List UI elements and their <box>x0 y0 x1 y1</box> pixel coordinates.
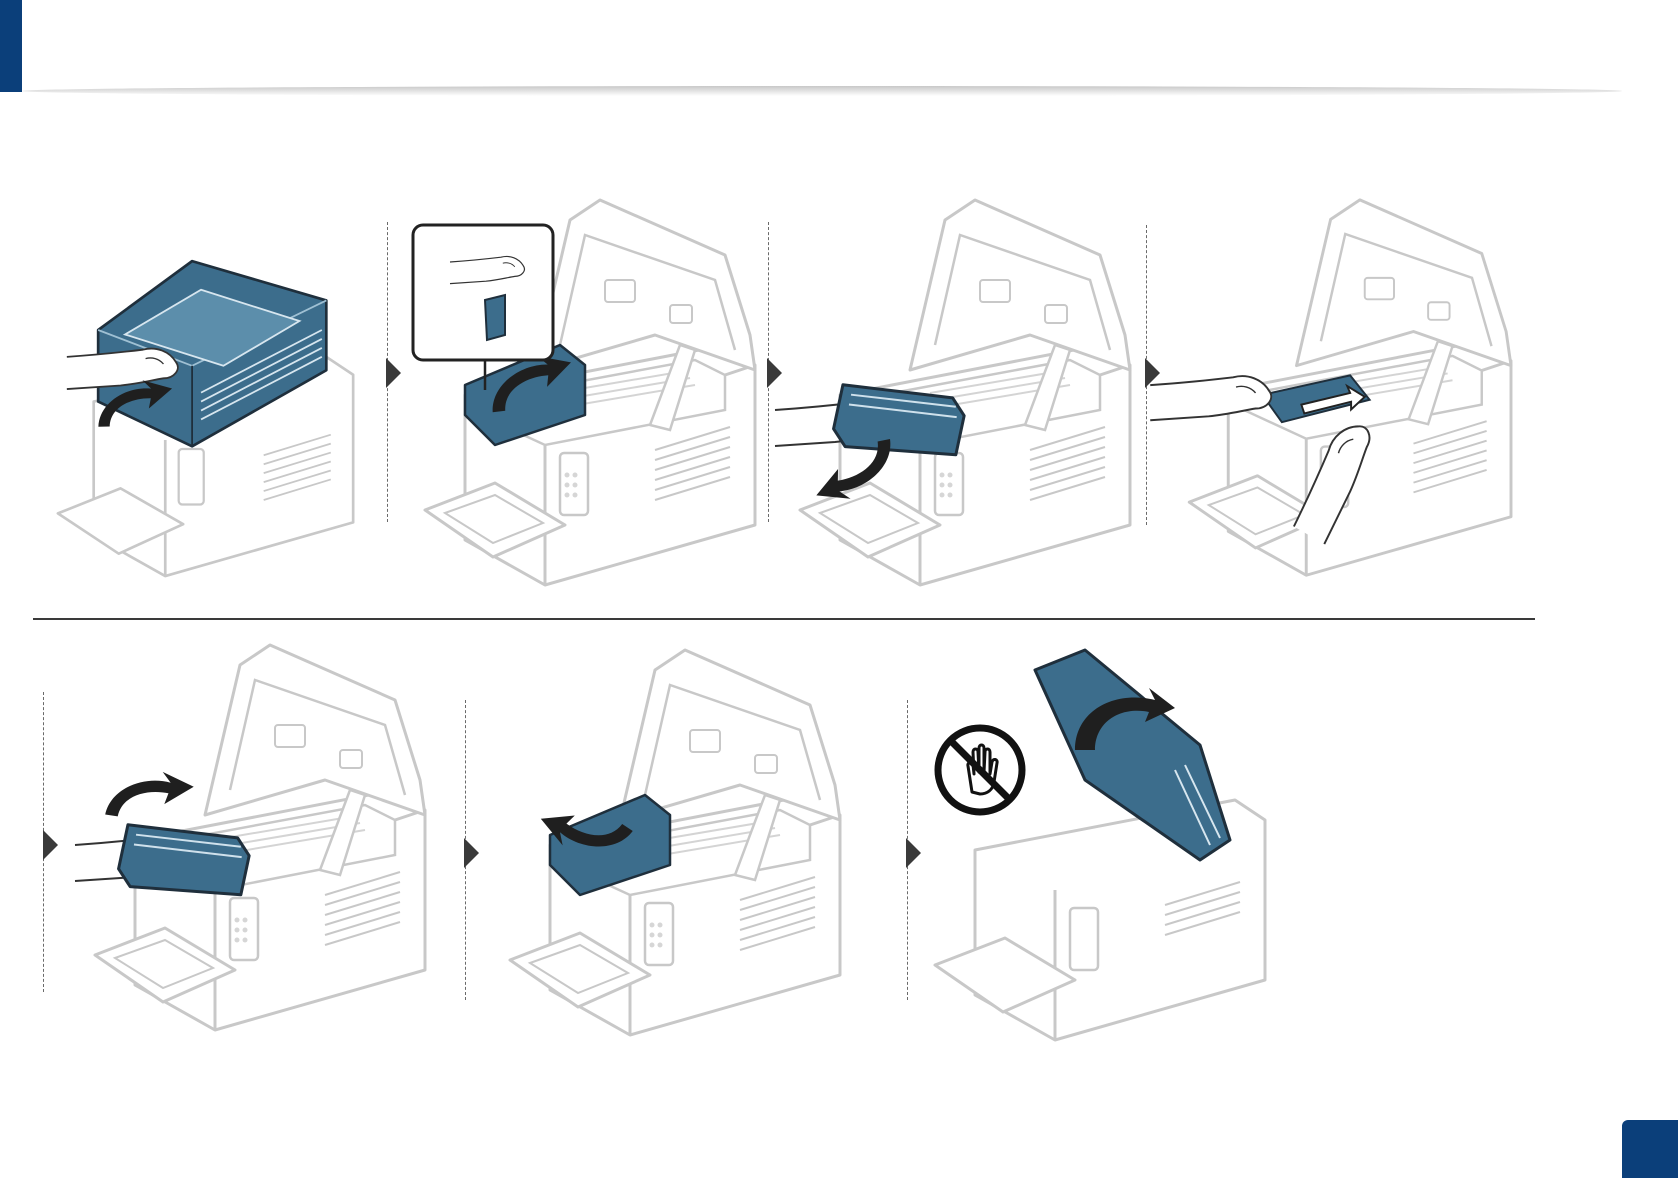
do-not-touch-hand-icon <box>932 722 1028 818</box>
step-6-illustration <box>510 640 850 1050</box>
header-color-tab <box>0 0 22 92</box>
row-divider <box>33 618 1535 620</box>
page-badge <box>1622 1120 1678 1178</box>
header-divider <box>22 86 1622 96</box>
step-1-illustration <box>55 245 365 585</box>
step-4-illustration <box>1185 195 1525 585</box>
step-5-illustration <box>95 640 435 1040</box>
step-2-illustration <box>425 190 765 600</box>
triangle-right-icon <box>464 838 479 868</box>
triangle-right-icon <box>1145 358 1160 388</box>
triangle-right-icon <box>906 838 921 868</box>
triangle-right-icon <box>43 830 58 860</box>
triangle-right-icon <box>386 358 401 388</box>
triangle-right-icon <box>767 358 782 388</box>
step-7-illustration <box>935 640 1275 1060</box>
step-3-illustration <box>800 195 1140 595</box>
